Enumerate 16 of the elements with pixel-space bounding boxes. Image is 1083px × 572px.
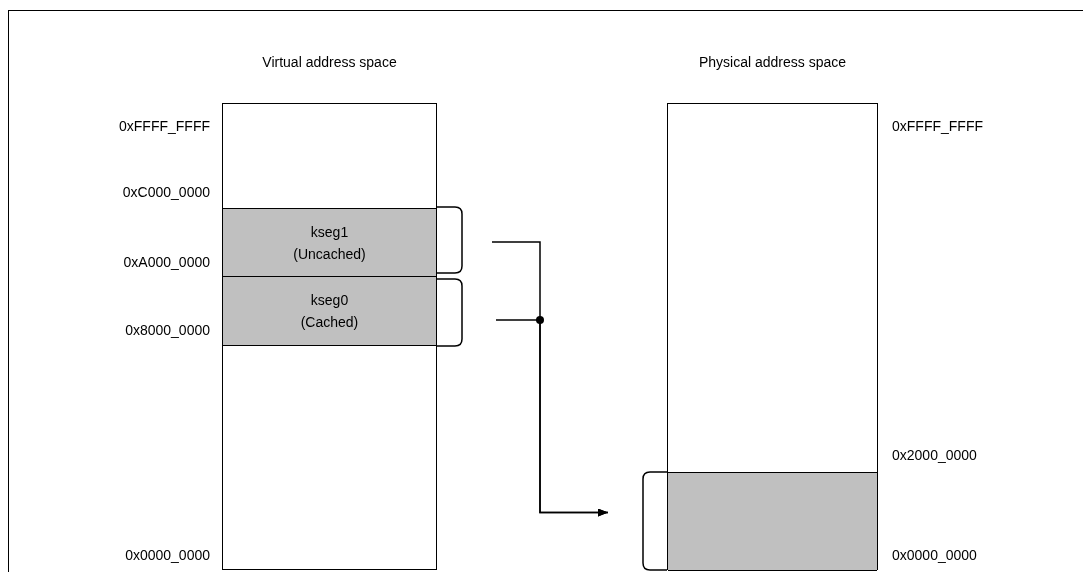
- address-label: 0xFFFF_FFFF: [119, 118, 210, 134]
- address-label: 0x0000_0000: [125, 547, 210, 563]
- segment-label: kseg1 (Uncached): [292, 223, 367, 264]
- segment-band: [223, 208, 436, 278]
- segment-band: [223, 276, 436, 346]
- space-heading: Physical address space: [697, 54, 848, 70]
- address-label: 0xA000_0000: [123, 254, 210, 270]
- address-label: 0x2000_0000: [892, 447, 977, 463]
- address-label: 0x0000_0000: [892, 547, 977, 563]
- space-heading: Virtual address space: [261, 54, 398, 70]
- address-label: 0x8000_0000: [125, 322, 210, 338]
- address-label: 0xFFFF_FFFF: [892, 118, 983, 134]
- address-label: 0xC000_0000: [122, 184, 210, 200]
- memory-region: [668, 472, 877, 571]
- segment-label: kseg0 (Cached): [299, 291, 360, 332]
- arrow: [495, 319, 609, 517]
